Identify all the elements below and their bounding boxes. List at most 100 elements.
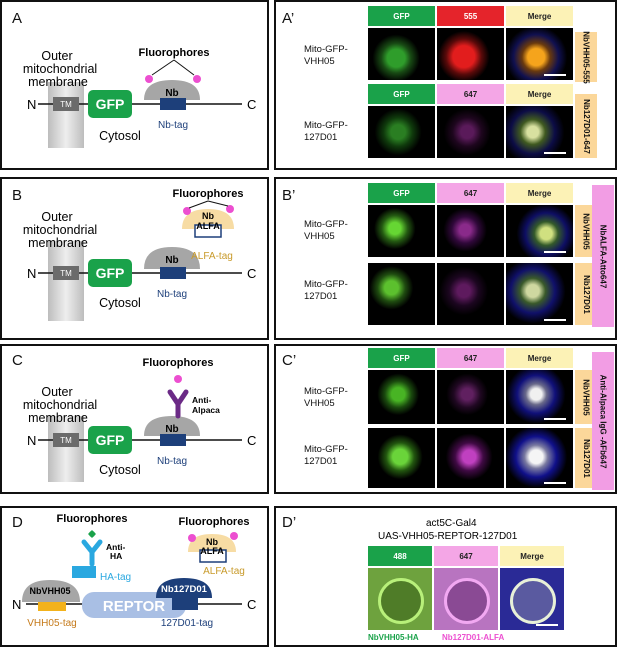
panel-letter: B’ xyxy=(282,187,296,204)
n-terminus: N xyxy=(27,97,36,112)
side-label: NbVHH05 xyxy=(575,205,597,257)
genotype-line-1: act5C-Gal4 xyxy=(426,518,477,529)
big-side-label: NbALFA-Atto647 xyxy=(592,185,614,327)
micro-647 xyxy=(434,568,498,630)
svg-text:C: C xyxy=(247,433,256,448)
fluorophore-dot xyxy=(193,75,201,83)
svg-text:membrane: membrane xyxy=(28,75,88,89)
svg-text:N: N xyxy=(27,266,36,281)
svg-text:Cytosol: Cytosol xyxy=(99,463,141,477)
svg-text:Alpaca: Alpaca xyxy=(192,405,220,415)
header-647: 647 xyxy=(437,183,504,203)
panel-letter: A xyxy=(12,10,23,27)
row-label: Mito-GFP-VHH05 xyxy=(304,44,348,67)
panel-a: A Outer mitochondrial membrane N TM GFP … xyxy=(0,0,269,170)
svg-text:Outer: Outer xyxy=(41,385,72,399)
header-gfp: GFP xyxy=(368,183,435,203)
svg-text:mitochondrial: mitochondrial xyxy=(23,223,97,237)
micro-merge xyxy=(506,428,573,488)
header-merge: Merge xyxy=(506,183,573,203)
header-merge: Merge xyxy=(506,84,573,104)
svg-text:N: N xyxy=(27,433,36,448)
panel-d: D N C VHH05-tag NbVHH05 REPTOR 127D01-ta… xyxy=(0,506,269,647)
micro-merge xyxy=(506,106,573,158)
header-647: 647 xyxy=(437,348,504,368)
c-terminus: C xyxy=(247,97,256,112)
svg-text:NbVHH05: NbVHH05 xyxy=(29,586,70,596)
svg-text:Outer: Outer xyxy=(41,210,72,224)
header-merge: Merge xyxy=(506,348,573,368)
svg-text:Cytosol: Cytosol xyxy=(99,296,141,310)
svg-text:Nb-tag: Nb-tag xyxy=(157,456,187,467)
panel-letter: C xyxy=(12,352,23,369)
micro-647 xyxy=(437,205,504,257)
svg-text:C: C xyxy=(247,266,256,281)
side-label: Nb127D01-647 xyxy=(575,94,597,158)
panel-d-prime: D’ act5C-Gal4 UAS-VHH05-REPTOR-127D01 48… xyxy=(274,506,617,647)
micro-gfp xyxy=(368,428,435,488)
membrane-shape xyxy=(48,82,84,148)
micro-488 xyxy=(368,568,432,630)
svg-text:ALFA-tag: ALFA-tag xyxy=(203,566,245,577)
panel-letter: A’ xyxy=(282,10,295,27)
fluorophores-label: Fluorophores xyxy=(139,47,210,59)
tm-domain xyxy=(53,97,79,111)
svg-text:REPTOR: REPTOR xyxy=(103,598,165,615)
svg-text:TM: TM xyxy=(60,100,72,109)
svg-text:Nb: Nb xyxy=(206,537,218,547)
svg-text:Nb: Nb xyxy=(202,211,214,221)
micro-647 xyxy=(437,263,504,325)
genotype-line-2: UAS-VHH05-REPTOR-127D01 xyxy=(378,531,518,542)
panel-letter: C’ xyxy=(282,352,297,369)
svg-text:TM: TM xyxy=(60,269,72,278)
header-647: 647 xyxy=(437,84,504,104)
svg-text:Nb127D01: Nb127D01 xyxy=(161,584,208,595)
header-555: 555 xyxy=(437,6,504,26)
micro-gfp xyxy=(368,28,435,80)
svg-text:ALFA-tag: ALFA-tag xyxy=(191,251,233,262)
header-gfp: GFP xyxy=(368,6,435,26)
svg-text:GFP: GFP xyxy=(96,96,125,112)
panel-b-prime: B’ GFP 647 Merge Mito-GFP-VHH05 NbVHH05 … xyxy=(274,177,617,340)
svg-text:ALFA: ALFA xyxy=(200,546,224,556)
micro-merge xyxy=(506,205,573,257)
micro-gfp xyxy=(368,263,435,325)
svg-text:HA: HA xyxy=(110,551,122,561)
micro-647 xyxy=(437,370,504,424)
panel-letter: D xyxy=(12,514,23,531)
svg-text:Nb: Nb xyxy=(165,424,178,435)
panel-c: C Outer mitochondrial membrane N TM GFP … xyxy=(0,344,269,494)
panel-a-prime: A’ GFP 555 Merge Mito-GFP-VHH05 NbVHH05-… xyxy=(274,0,617,170)
gfp-box xyxy=(88,90,132,118)
side-label: Nb127D01 xyxy=(575,428,597,488)
row-label: Mito-GFP-127D01 xyxy=(304,279,348,302)
header-488: 488 xyxy=(368,546,432,566)
cytosol-label: Cytosol xyxy=(99,129,141,143)
svg-text:Nb: Nb xyxy=(165,255,178,266)
svg-text:Nb-tag: Nb-tag xyxy=(157,289,187,300)
antibody-shape xyxy=(167,389,189,419)
svg-text:HA-tag: HA-tag xyxy=(100,572,131,583)
panel-letter: D’ xyxy=(282,514,297,531)
svg-text:Fluorophores: Fluorophores xyxy=(143,357,214,369)
svg-text:Anti-: Anti- xyxy=(192,395,212,405)
reptor-box xyxy=(82,592,186,618)
panel-letter: B xyxy=(12,187,23,204)
schematic-b: Outer mitochondrial membrane N TM GFP Nb… xyxy=(23,188,256,321)
micro-647 xyxy=(437,106,504,158)
svg-text:ALFA: ALFA xyxy=(196,221,220,231)
nb-shape xyxy=(144,80,200,100)
svg-text:Nb-tag: Nb-tag xyxy=(158,120,188,131)
micro-merge xyxy=(506,263,573,325)
svg-text:membrane: membrane xyxy=(28,236,88,250)
svg-text:Fluorophores: Fluorophores xyxy=(179,516,250,528)
side-label: NbVHH05-555 xyxy=(575,31,597,83)
micro-gfp xyxy=(368,205,435,257)
row-label: Mito-GFP-127D01 xyxy=(304,444,348,467)
micro-merge xyxy=(500,568,564,630)
nb-tag-box xyxy=(160,98,186,110)
svg-text:mitochondrial: mitochondrial xyxy=(23,62,97,76)
panel-b: B Outer mitochondrial membrane N TM GFP … xyxy=(0,177,269,340)
header-gfp: GFP xyxy=(368,348,435,368)
micro-merge xyxy=(506,370,573,424)
